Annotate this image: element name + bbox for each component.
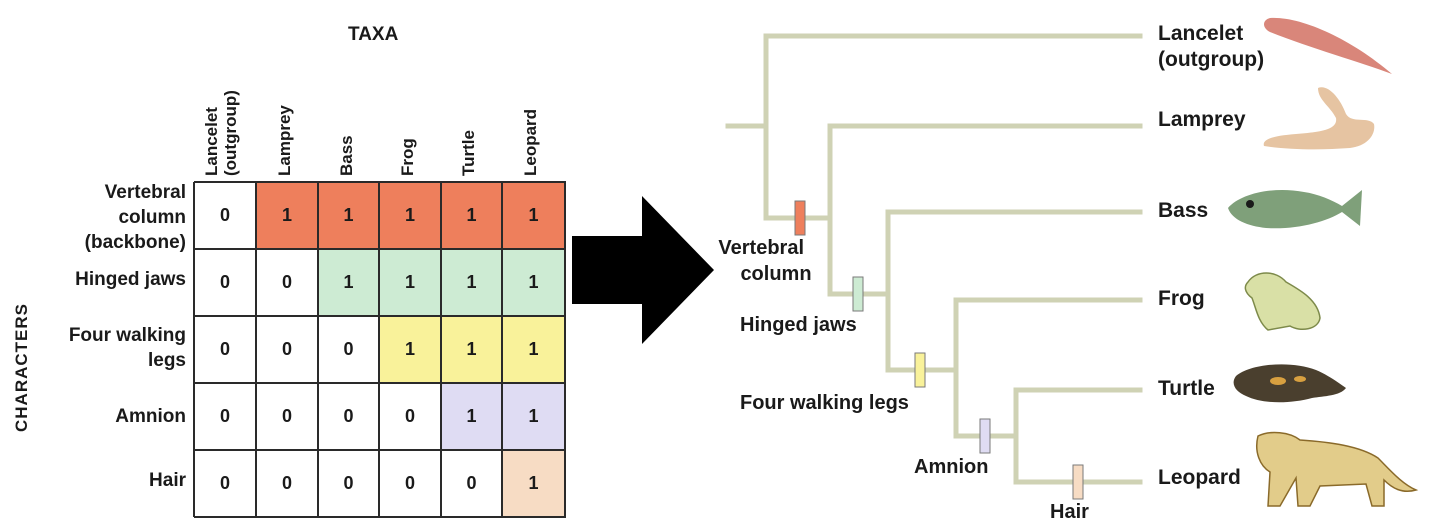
matrix-cell: 0	[219, 339, 230, 359]
grid-line	[378, 182, 380, 517]
grid-line	[194, 382, 566, 384]
character-mark	[794, 200, 806, 236]
grid-line	[193, 182, 195, 517]
character-label-vertebral-column: Vertebral column (backbone)	[84, 182, 186, 253]
grid-line	[194, 315, 566, 317]
matrix-cell: 0	[343, 406, 354, 426]
lancelet-icon	[1264, 17, 1392, 74]
matrix-cell: 1	[441, 249, 502, 316]
character-label-amnion: Amnion	[115, 406, 186, 427]
tree-taxon-bass: Bass	[1158, 199, 1208, 222]
tree-label-amnion: Amnion	[914, 456, 988, 478]
grid-line	[194, 248, 566, 250]
matrix-cell: 0	[219, 473, 230, 493]
arrow-icon	[572, 196, 714, 344]
matrix-cell: 0	[219, 205, 230, 225]
grid-line	[194, 181, 566, 183]
bass-icon	[1228, 189, 1362, 229]
matrix-cell: 1	[379, 249, 441, 316]
grid-line	[564, 182, 566, 517]
turtle-icon	[1233, 364, 1346, 403]
matrix-cell: 1	[318, 182, 379, 249]
matrix-cell: 1	[441, 316, 502, 383]
grid-line	[440, 182, 442, 517]
matrix-cell: 0	[281, 339, 292, 359]
matrix-cell: 0	[404, 406, 415, 426]
character-mark	[852, 276, 864, 312]
grid-line	[194, 516, 566, 518]
matrix-cell: 1	[502, 182, 565, 249]
tree-label-four-walking-legs: Four walking legs	[740, 392, 909, 414]
leopard-icon	[1256, 431, 1419, 507]
tree-taxon-leopard: Leopard	[1158, 466, 1241, 489]
frog-icon	[1244, 272, 1321, 331]
matrix-cell: 0	[219, 272, 230, 292]
matrix-cell: 0	[281, 272, 292, 292]
tree-taxon-lamprey: Lamprey	[1158, 108, 1246, 131]
character-mark	[1072, 464, 1084, 500]
tree-branches	[725, 33, 1143, 485]
matrix-cell: 1	[379, 316, 441, 383]
character-label-four-walking-legs: Four walking legs	[68, 325, 186, 371]
tree-label-hinged-jaws: Hinged jaws	[740, 314, 857, 336]
matrix-cell: 0	[343, 473, 354, 493]
grid-line	[317, 182, 319, 517]
taxa-header: TAXA	[348, 24, 399, 45]
grid-line	[255, 182, 257, 517]
tree-taxon-frog: Frog	[1158, 287, 1205, 310]
grid-line	[501, 182, 503, 517]
matrix-cell: 1	[379, 182, 441, 249]
matrix-cell: 0	[343, 339, 354, 359]
matrix-cell: 1	[502, 316, 565, 383]
matrix-cell: 1	[502, 383, 565, 450]
tree-label-vertebral-column: Vertebral column	[718, 237, 811, 285]
matrix-cell: 1	[502, 249, 565, 316]
character-mark	[979, 418, 991, 454]
matrix-cell: 0	[281, 473, 292, 493]
character-mark	[914, 352, 926, 388]
matrix-cell: 1	[502, 450, 565, 517]
tree-label-hair: Hair	[1050, 501, 1089, 523]
lamprey-icon	[1263, 87, 1375, 150]
matrix-cell: 0	[219, 406, 230, 426]
matrix-cell: 1	[441, 383, 502, 450]
tree-taxon-lancelet: Lancelet (outgroup)	[1158, 22, 1264, 71]
character-marks	[794, 200, 1084, 500]
character-label-hinged-jaws: Hinged jaws	[75, 269, 186, 290]
matrix-cell: 1	[318, 249, 379, 316]
character-label-hair: Hair	[149, 470, 186, 491]
matrix-cell: 1	[256, 182, 318, 249]
tree-taxon-turtle: Turtle	[1158, 377, 1215, 400]
matrix-cell: 0	[404, 473, 415, 493]
grid-line	[194, 449, 566, 451]
matrix-cell: 0	[466, 473, 477, 493]
matrix-cell: 0	[281, 406, 292, 426]
matrix-cell: 1	[441, 182, 502, 249]
